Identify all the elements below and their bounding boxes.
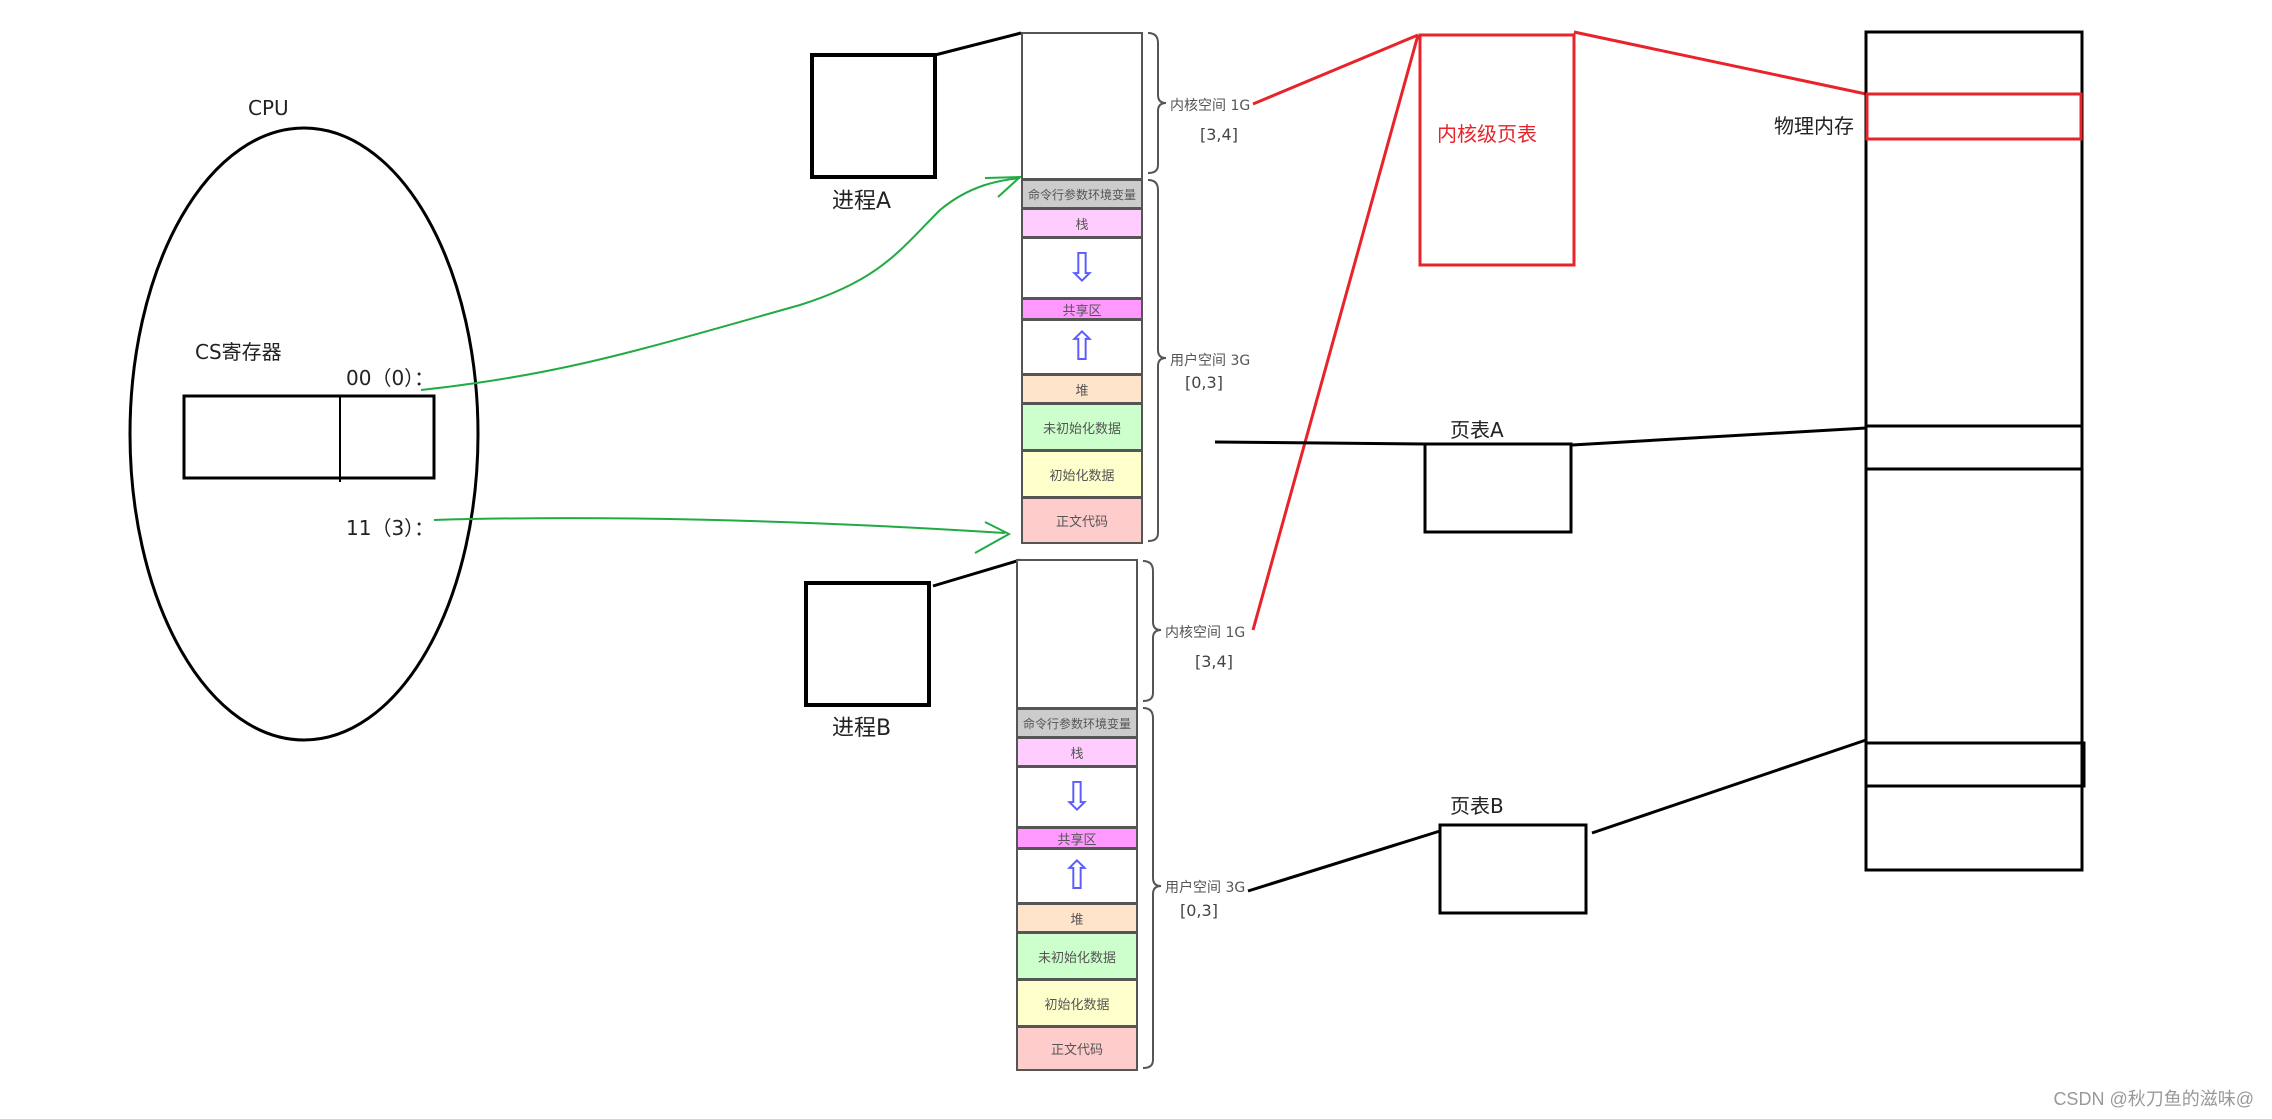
cpu-title: CPU bbox=[248, 96, 289, 120]
kernel-range-a: [3,4] bbox=[1200, 125, 1238, 144]
cs-value-user: 00（0）： bbox=[346, 366, 435, 390]
arrow-up-icon: ⇧ bbox=[1065, 324, 1099, 370]
green-arrow-user bbox=[420, 177, 1021, 391]
shared-segment: 共享区 bbox=[1016, 827, 1138, 849]
brace-kernel-b bbox=[1142, 560, 1162, 702]
arrow-down-icon: ⇩ bbox=[1060, 774, 1094, 820]
bss-segment: 未初始化数据 bbox=[1016, 932, 1138, 980]
cs-register-label: CS寄存器 bbox=[195, 340, 282, 364]
env-segment: 命令行参数环境变量 bbox=[1016, 708, 1138, 738]
green-arrowhead-kernel bbox=[974, 521, 1012, 554]
brace-kernel-a bbox=[1147, 32, 1167, 174]
stack-segment: 栈 bbox=[1021, 208, 1143, 238]
page-table-b-label: 页表B bbox=[1450, 794, 1504, 818]
process-b-link bbox=[932, 558, 1021, 588]
gap-segment: ⇩ bbox=[1021, 237, 1143, 299]
cpu-ellipse bbox=[128, 126, 480, 742]
physical-memory-label: 物理内存 bbox=[1774, 114, 1854, 138]
heap-segment: 堆 bbox=[1016, 903, 1138, 933]
kernel-page-table-box bbox=[1418, 33, 1576, 267]
data-segment: 初始化数据 bbox=[1016, 979, 1138, 1027]
green-arrowhead-user bbox=[984, 175, 1023, 198]
user-space-label-b: 用户空间 3G bbox=[1165, 880, 1246, 896]
page-table-b-out bbox=[1591, 738, 1867, 835]
kernel-segment bbox=[1016, 559, 1138, 709]
page-table-b-in bbox=[1247, 829, 1441, 893]
page-table-a-box bbox=[1423, 442, 1573, 534]
page-table-b-box bbox=[1438, 823, 1588, 915]
gap-segment: ⇧ bbox=[1021, 319, 1143, 375]
gap-segment: ⇧ bbox=[1016, 848, 1138, 904]
kernel-page-table-label: 内核级页表 bbox=[1437, 122, 1537, 146]
data-segment: 初始化数据 bbox=[1021, 450, 1143, 498]
brace-user-b bbox=[1142, 707, 1162, 1069]
kernel-segment bbox=[1021, 32, 1143, 180]
process-b-label: 进程B bbox=[832, 716, 892, 741]
kernel-space-label-a: 内核空间 1G bbox=[1170, 98, 1251, 114]
text-segment: 正文代码 bbox=[1021, 497, 1143, 544]
kernel-to-physical bbox=[1573, 30, 1867, 96]
kernel-range-b: [3,4] bbox=[1195, 652, 1233, 671]
page-table-a-in bbox=[1214, 440, 1426, 446]
kernel-space-label-b: 内核空间 1G bbox=[1165, 625, 1246, 641]
watermark: CSDN @秋刀鱼的滋味@ bbox=[2053, 1089, 2254, 1109]
process-b-box bbox=[804, 581, 931, 707]
page-table-a-out bbox=[1571, 426, 1867, 447]
brace-user-a bbox=[1147, 179, 1167, 542]
arrow-up-icon: ⇧ bbox=[1060, 853, 1094, 899]
physical-region-a bbox=[1864, 424, 2084, 471]
user-range-a: [0,3] bbox=[1185, 373, 1223, 392]
cs-value-kernel: 11（3）： bbox=[346, 516, 435, 540]
process-a-box bbox=[810, 53, 937, 179]
heap-segment: 堆 bbox=[1021, 374, 1143, 404]
user-range-b: [0,3] bbox=[1180, 901, 1218, 920]
page-table-a-label: 页表A bbox=[1450, 418, 1504, 442]
green-arrow-kernel bbox=[433, 517, 1006, 534]
cs-register-box bbox=[182, 394, 436, 480]
shared-segment: 共享区 bbox=[1021, 298, 1143, 320]
env-segment: 命令行参数环境变量 bbox=[1021, 179, 1143, 209]
text-segment: 正文代码 bbox=[1016, 1026, 1138, 1071]
gap-segment: ⇩ bbox=[1016, 766, 1138, 828]
process-a-label: 进程A bbox=[832, 189, 892, 214]
kernel-link-a bbox=[1252, 33, 1419, 106]
process-a-link bbox=[934, 31, 1022, 57]
bss-segment: 未初始化数据 bbox=[1021, 403, 1143, 451]
physical-region-b bbox=[1864, 741, 2086, 788]
user-space-label-a: 用户空间 3G bbox=[1170, 353, 1251, 369]
stack-segment: 栈 bbox=[1016, 737, 1138, 767]
physical-kernel-region bbox=[1865, 92, 2083, 141]
arrow-down-icon: ⇩ bbox=[1065, 245, 1099, 291]
kernel-link-b bbox=[1251, 34, 1420, 631]
